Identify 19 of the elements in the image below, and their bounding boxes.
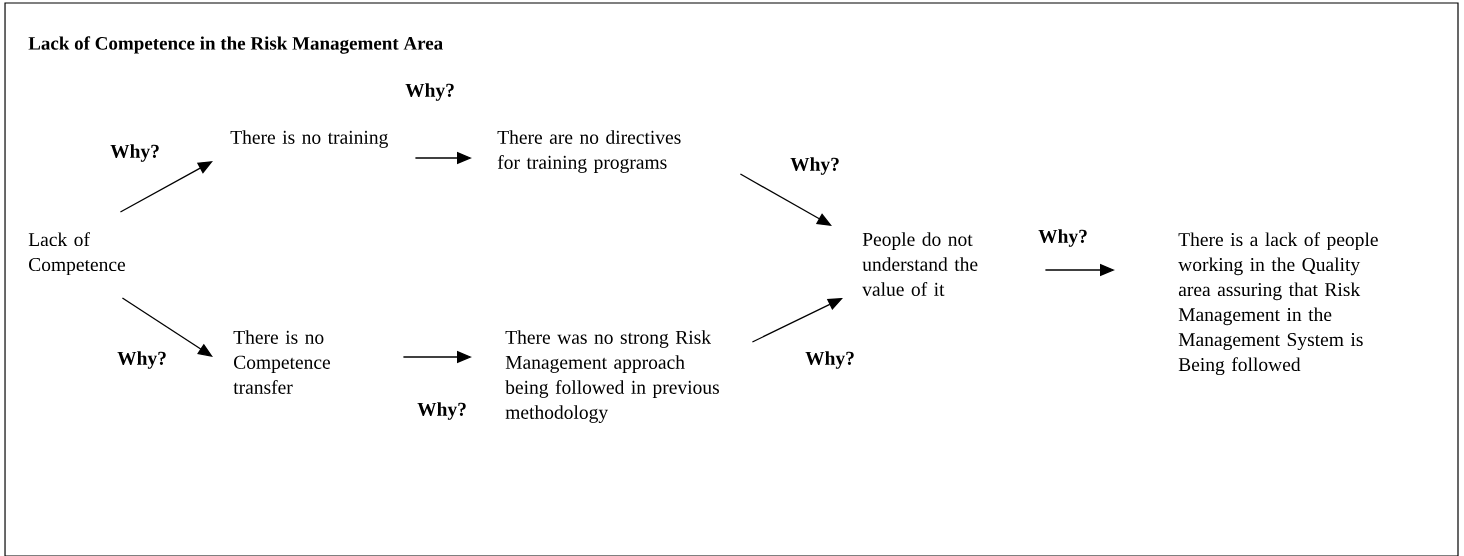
arrow: [119, 161, 213, 213]
edge-label: Why?: [789, 156, 841, 176]
edge-label: Why?: [1037, 228, 1089, 248]
cause-text: There is a lack of people working in the Quality area assuring that Risk Management in the Management System is Being followed: [1178, 232, 1378, 376]
edge-label: Why?: [109, 143, 161, 163]
arrow: [121, 297, 213, 357]
cause-text: There are no directives for training programs: [497, 130, 681, 173]
cause-text: There is no Competence transfer: [233, 330, 330, 394]
edge-label: Why?: [416, 401, 468, 421]
cause-text: Lack of Competence: [28, 232, 125, 276]
cause-text: There is no training: [230, 130, 388, 148]
arrow: [751, 298, 843, 343]
edge-label: Why?: [116, 350, 168, 370]
arrow: [739, 173, 832, 226]
title: Lack of Competence in the Risk Management Area: [28, 36, 443, 54]
edge-label: Why?: [804, 350, 856, 370]
cause-text: There was no strong Risk Management approach being followed in previous methodology: [505, 330, 719, 423]
cause-text: People do not understand the value of it: [862, 232, 978, 296]
edge-label: Why?: [404, 82, 456, 102]
